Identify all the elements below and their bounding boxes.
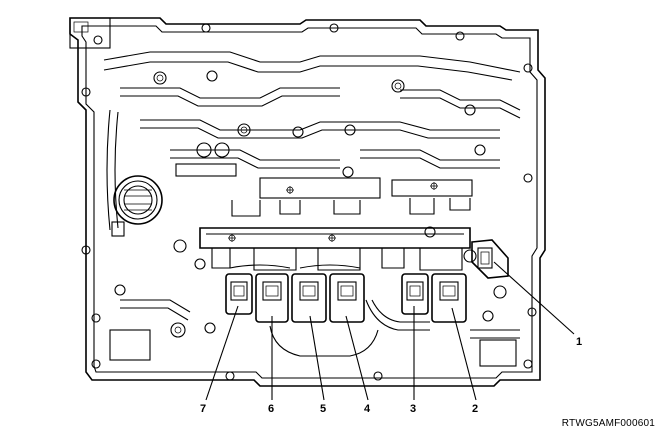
solenoid-5 [291,273,327,323]
valve-body-outline [69,17,546,387]
mounting-bolts [81,23,537,381]
solenoid-7 [225,273,253,315]
solenoid-4 [329,273,365,323]
callout-4: 4 [364,403,371,415]
accumulator-cylinder [111,175,163,237]
solenoid-bracket [199,227,471,271]
callout-2: 2 [472,403,478,415]
crosshair-marks [228,182,438,242]
solenoid-6 [255,273,289,323]
valve-bores [175,163,473,217]
callout-6: 6 [268,403,274,415]
callout-5: 5 [320,403,326,415]
corner-bracket [69,17,111,49]
figure-code: RTWG5AMF000601 [561,418,655,429]
oil-passages-upper [103,51,521,231]
leader-lines [205,261,575,401]
solenoid-1 [471,239,509,279]
solenoid-2 [431,273,467,323]
oil-passages-lower [109,299,520,367]
solenoid-3 [401,273,429,315]
callout-1: 1 [576,336,582,348]
callout-7: 7 [200,403,206,415]
callout-3: 3 [410,403,416,415]
check-balls [114,70,507,338]
